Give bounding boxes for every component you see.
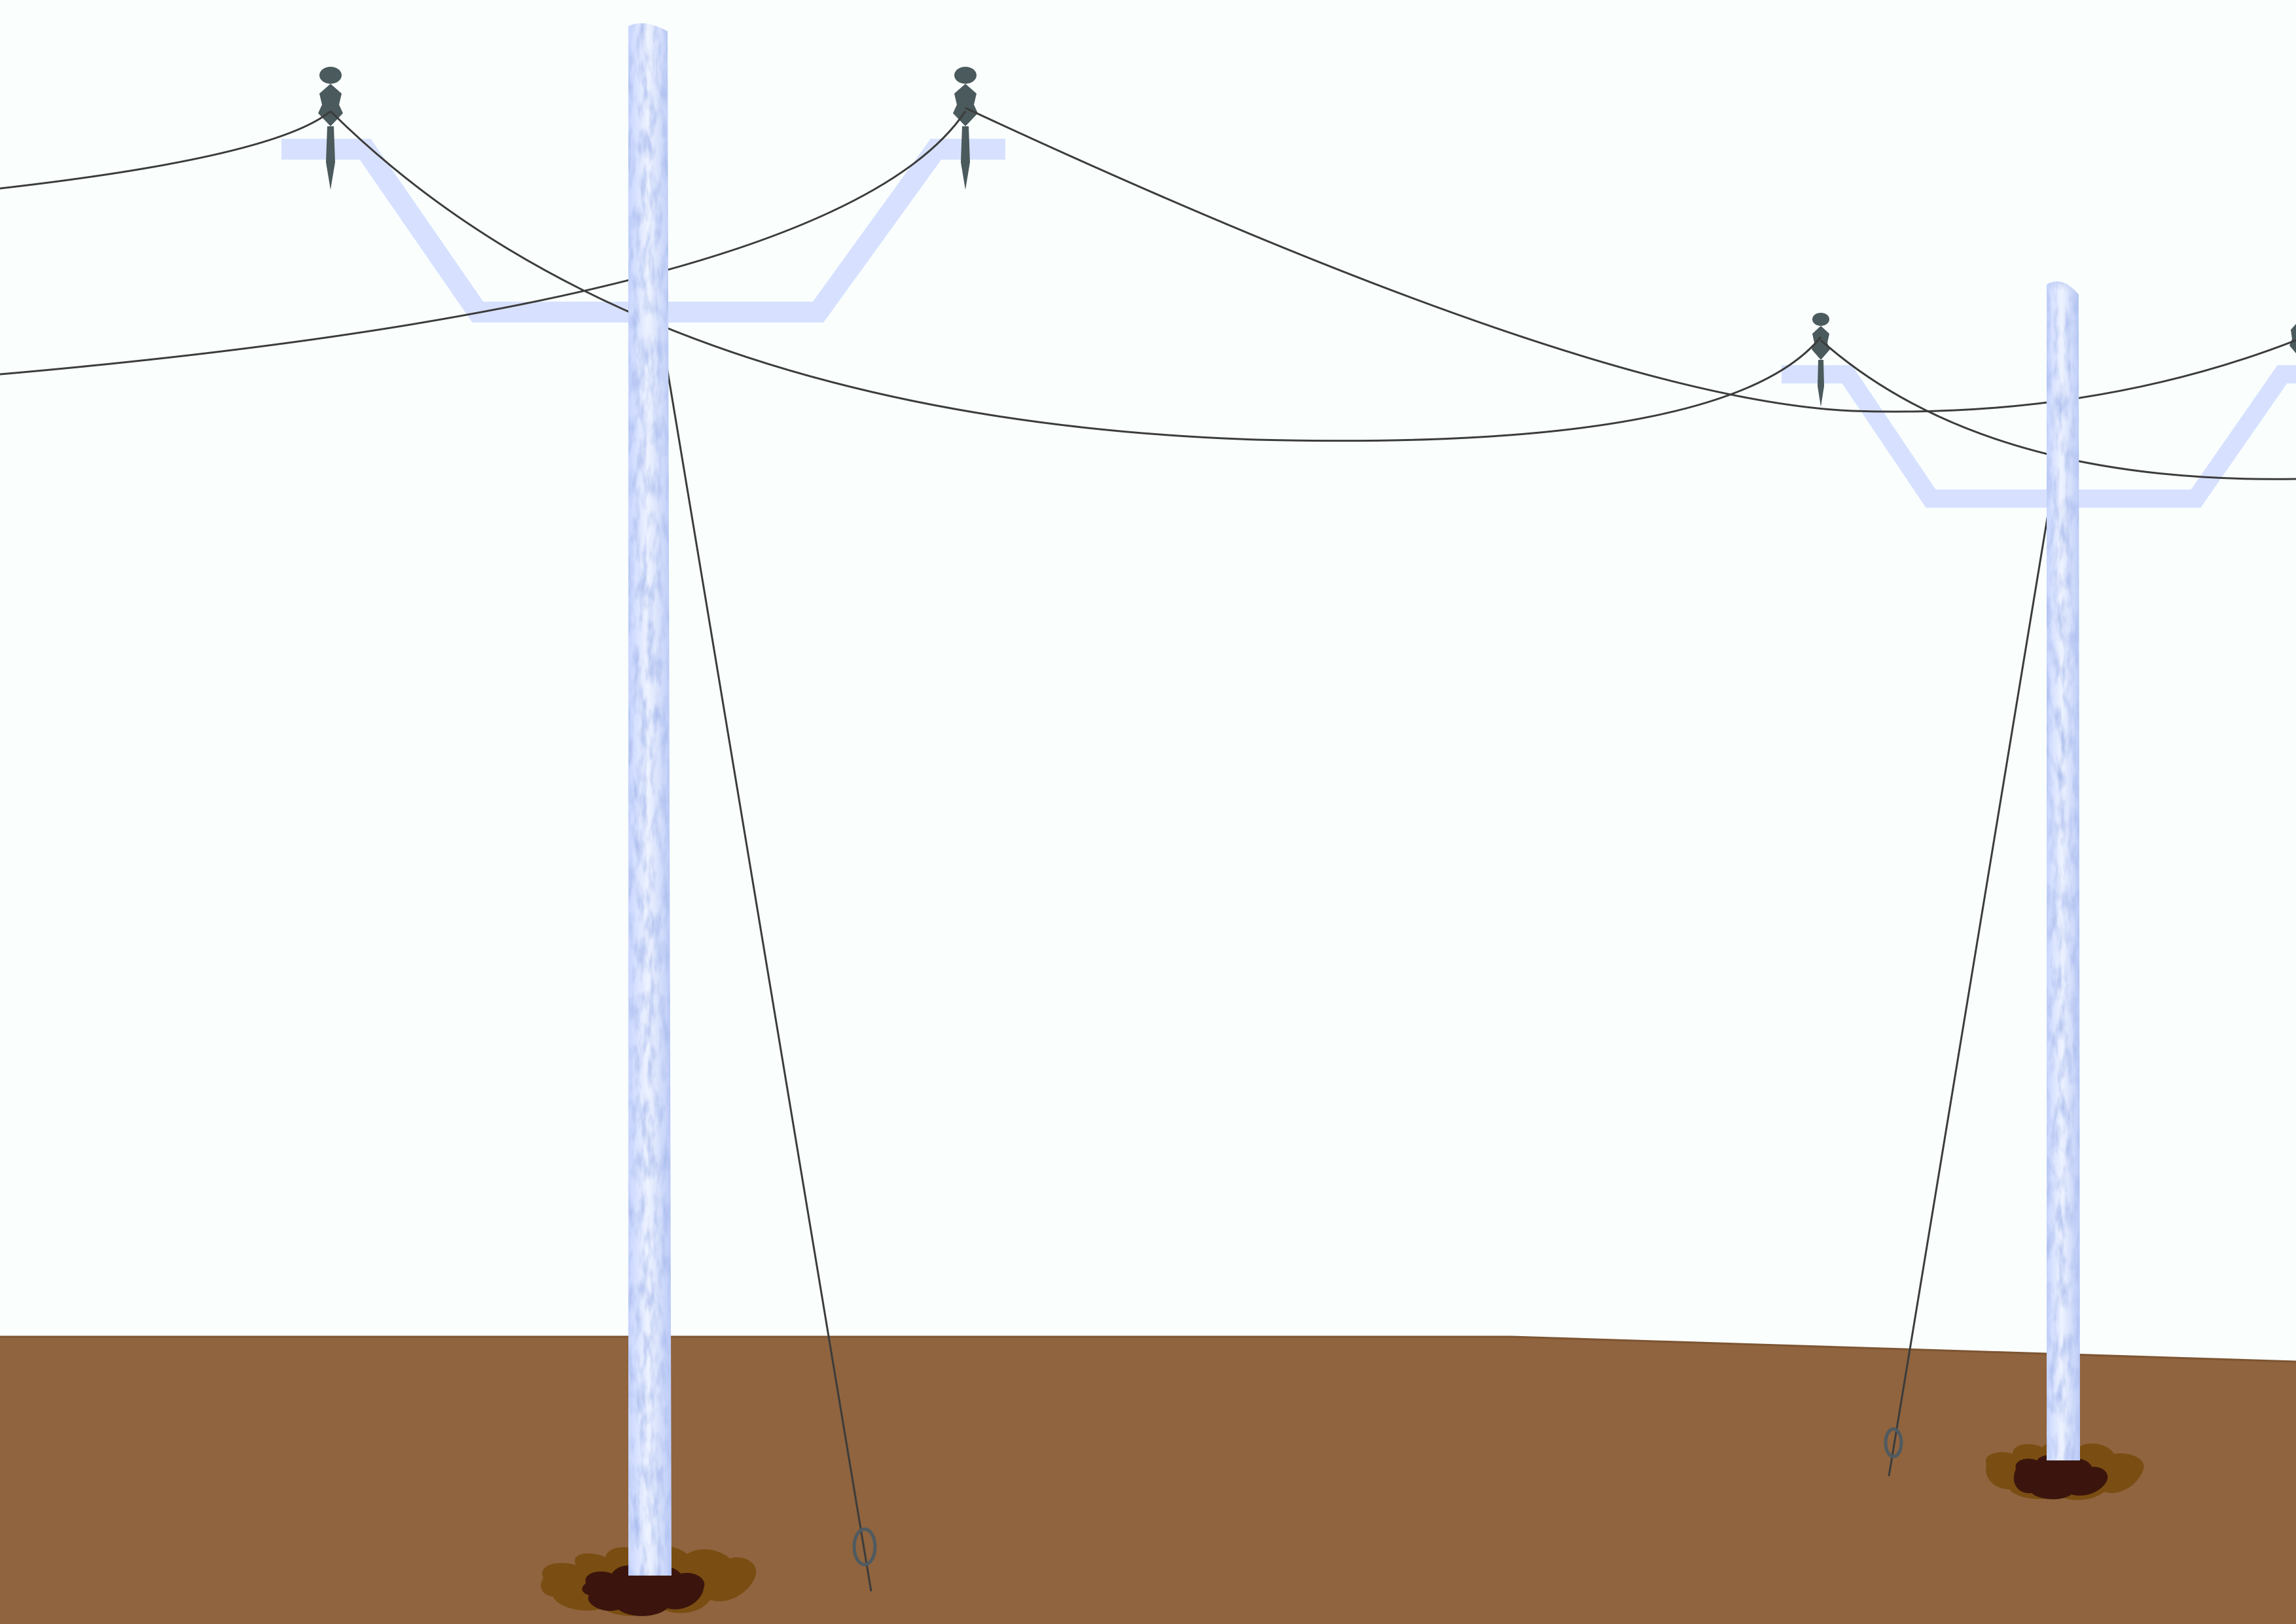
utility-pole-right [2047, 281, 2080, 1460]
anchor-ring-right [1884, 1427, 1903, 1458]
guy-wires [665, 362, 2050, 1592]
insulator-right-edge [2289, 324, 2296, 353]
dirt-mound-right [1986, 1441, 2144, 1500]
ground [0, 1337, 2296, 1624]
guy-wire-left [665, 362, 872, 1592]
guy-wire-right [1888, 510, 2050, 1477]
wire-e [1820, 339, 2296, 480]
dirt-mound-left [541, 1546, 757, 1616]
wire-a [0, 110, 331, 190]
insulator-left-inner [953, 67, 978, 190]
ground-edge [0, 1335, 2296, 1363]
utility-pole-left [628, 23, 672, 1576]
insulator-right-outer [1812, 313, 1830, 407]
wire-c [329, 110, 1822, 442]
anchor-ring-left [852, 1527, 877, 1566]
wire-d [965, 107, 2296, 413]
